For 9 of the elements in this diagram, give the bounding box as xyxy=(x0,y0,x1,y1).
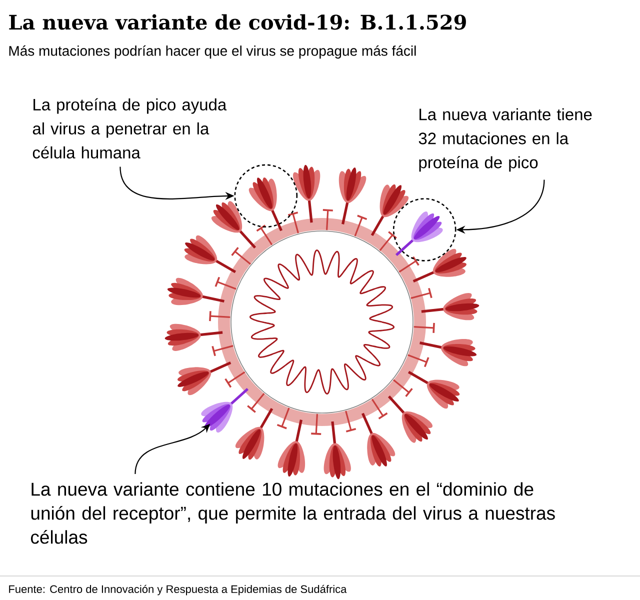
dashed-circle xyxy=(234,164,298,228)
annotation-text: La nueva variante tiene 32 mutaciones en la proteína de pico xyxy=(418,108,592,172)
annotation-text: La proteína de pico ayuda al virus a penetrar en la célula humana xyxy=(32,98,227,158)
dashed-circle xyxy=(392,198,456,262)
title: La nueva variante de covid-19: B.1.1.529 xyxy=(9,14,466,30)
annotation-text: La nueva variante contiene 10 mutaciones en el “dominio de unión del receptor”, que permite la entrada del virus a nuestras células xyxy=(30,482,555,544)
source-note: Fuente: Centro de Innovación y Respuesta a Epidemias de Sudáfrica xyxy=(9,584,347,596)
subtitle: Más mutaciones podrían hacer que el virus se propague más fácil xyxy=(9,45,416,59)
spike xyxy=(201,388,249,433)
